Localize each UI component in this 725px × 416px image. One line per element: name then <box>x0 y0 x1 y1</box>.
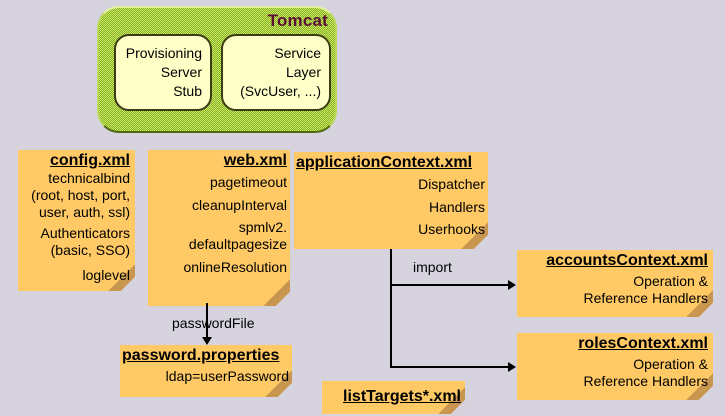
note-line: ldap=userPassword <box>165 368 289 384</box>
provisioning-server-stub-box: Provisioning Server Stub <box>114 34 212 111</box>
note-line: Handlers <box>428 199 485 215</box>
note-line: Dispatcher <box>418 176 485 192</box>
box-line: Server <box>160 64 202 80</box>
connector-appcontext-vertical <box>390 249 392 368</box>
service-layer-box: Service Layer (SvcUser, ...) <box>221 34 331 111</box>
note-title: listTargets*.xml <box>343 388 461 405</box>
note-line: spmlv2. <box>238 219 287 235</box>
note-line: (root, host, port, <box>31 187 130 203</box>
tomcat-label: Tomcat <box>267 11 328 30</box>
box-line: Service <box>274 45 321 61</box>
note-accounts-context-xml: accountsContext.xml Operation & Referenc… <box>517 250 713 317</box>
note-line: user, auth, ssl) <box>38 204 130 220</box>
connector-label-import: import <box>413 259 452 275</box>
note-list-targets-xml: listTargets*.xml <box>322 381 465 414</box>
box-line: Stub <box>173 83 202 99</box>
note-web-xml: web.xml pagetimeout cleanupInterval spml… <box>148 150 290 306</box>
connector-label-passwordfile: passwordFile <box>172 315 255 331</box>
note-line: (basic, SSO) <box>50 242 130 258</box>
note-line: defaultpagesize <box>188 236 287 252</box>
note-line: loglevel <box>82 267 130 283</box>
note-title: web.xml <box>223 152 287 169</box>
note-title: config.xml <box>49 152 130 169</box>
arrowhead-right-icon <box>508 280 516 290</box>
box-line: (SvcUser, ...) <box>240 83 321 99</box>
connector-web-to-password <box>206 303 208 339</box>
connector-to-roles <box>391 366 510 368</box>
note-line: Reference Handlers <box>583 373 708 389</box>
note-line: Userhooks <box>418 221 485 237</box>
note-line: pagetimeout <box>209 174 287 190</box>
note-roles-context-xml: rolesContext.xml Operation & Reference H… <box>517 333 713 400</box>
note-line: Reference Handlers <box>583 290 708 306</box>
note-application-context-xml: applicationContext.xml Dispatcher Handle… <box>294 152 488 249</box>
box-line: Provisioning <box>125 45 202 61</box>
note-line: technicalbind <box>48 170 130 186</box>
arrowhead-down-icon <box>202 337 212 345</box>
note-line: Authenticators <box>40 225 131 241</box>
note-title: applicationContext.xml <box>296 154 473 171</box>
note-title: accountsContext.xml <box>546 252 708 269</box>
tomcat-container: Tomcat Provisioning Server Stub Service … <box>97 6 337 133</box>
connector-to-accounts <box>391 284 510 286</box>
note-title: rolesContext.xml <box>578 335 708 352</box>
note-line: onlineResolution <box>183 259 287 275</box>
arrowhead-right-icon <box>508 362 516 372</box>
note-line: cleanupInterval <box>192 197 287 213</box>
note-line: Operation & <box>633 356 708 372</box>
note-title: password.properties <box>122 347 280 364</box>
note-password-properties: password.properties ldap=userPassword <box>120 345 292 397</box>
note-config-xml: config.xml technicalbind (root, host, po… <box>18 150 135 291</box>
note-line: Operation & <box>633 273 708 289</box>
box-line: Layer <box>285 64 321 80</box>
